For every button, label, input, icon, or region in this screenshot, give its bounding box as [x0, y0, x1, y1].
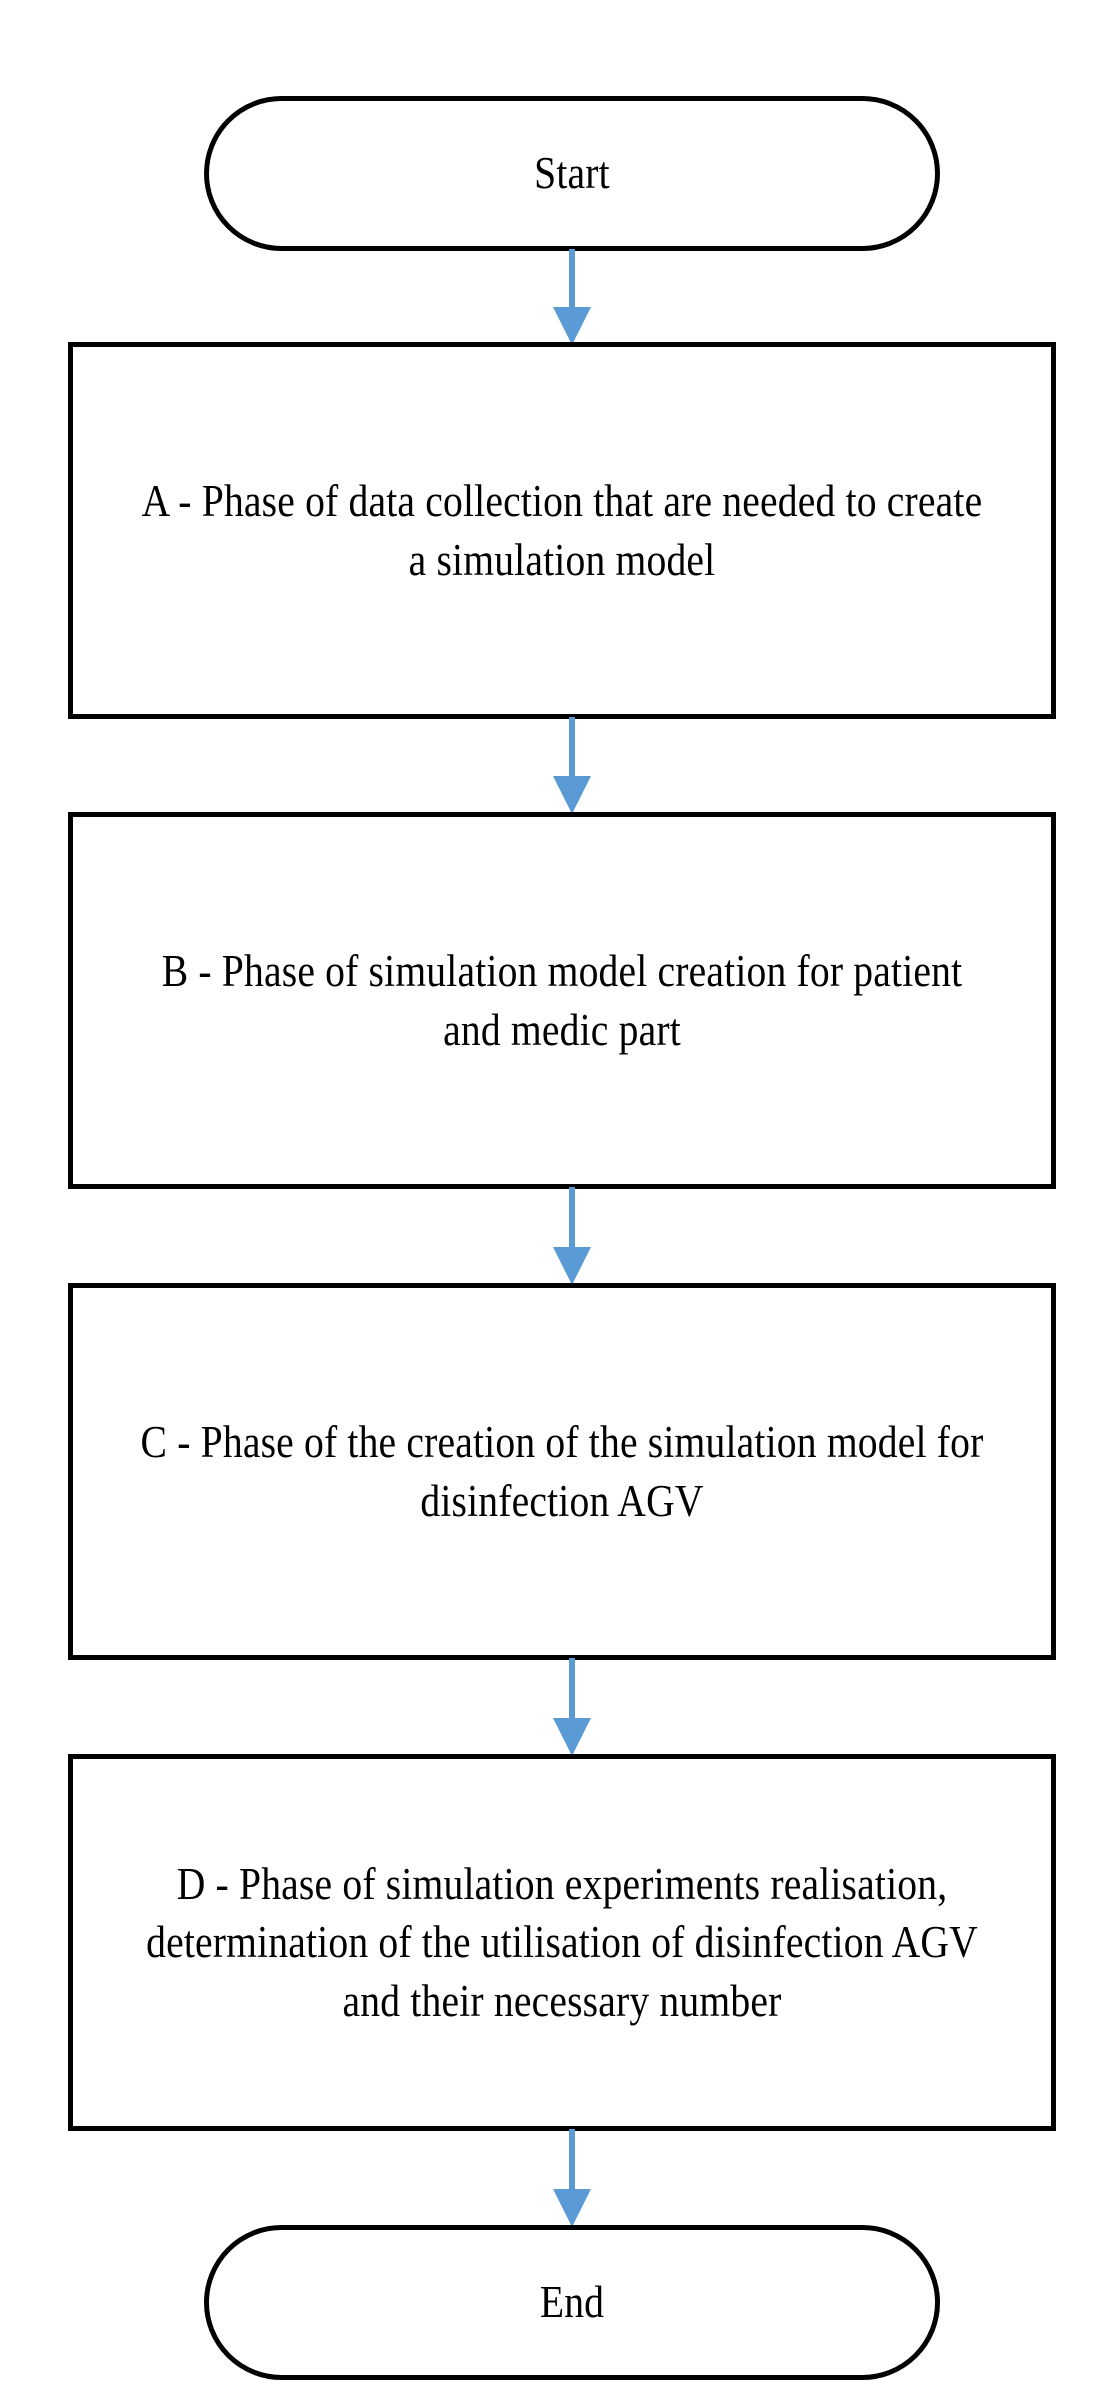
node-end[interactable]: End — [204, 2225, 940, 2380]
arrow-down-icon — [553, 2129, 591, 2227]
node-phase-d-label: D - Phase of simulation experiments real… — [146, 1858, 978, 2026]
connector-start-to-a — [542, 249, 602, 345]
arrow-down-icon — [553, 249, 591, 345]
connector-a-to-b — [542, 717, 602, 814]
arrow-down-icon — [553, 717, 591, 814]
arrow-down-icon — [553, 1658, 591, 1756]
node-start[interactable]: Start — [204, 96, 940, 251]
node-phase-a-label: A - Phase of data collection that are ne… — [141, 476, 983, 585]
arrow-down-icon — [553, 1187, 591, 1285]
node-phase-c-label: C - Phase of the creation of the simulat… — [140, 1417, 984, 1526]
connector-d-to-end — [542, 2129, 602, 2227]
connector-b-to-c — [542, 1187, 602, 1285]
node-phase-c[interactable]: C - Phase of the creation of the simulat… — [68, 1283, 1056, 1660]
node-phase-b[interactable]: B - Phase of simulation model creation f… — [68, 812, 1056, 1189]
node-end-label: End — [539, 2277, 605, 2328]
connector-c-to-d — [542, 1658, 602, 1756]
node-phase-d[interactable]: D - Phase of simulation experiments real… — [68, 1754, 1056, 2131]
node-phase-a[interactable]: A - Phase of data collection that are ne… — [68, 342, 1056, 719]
node-phase-b-label: B - Phase of simulation model creation f… — [161, 946, 963, 1055]
node-start-label: Start — [534, 148, 610, 199]
